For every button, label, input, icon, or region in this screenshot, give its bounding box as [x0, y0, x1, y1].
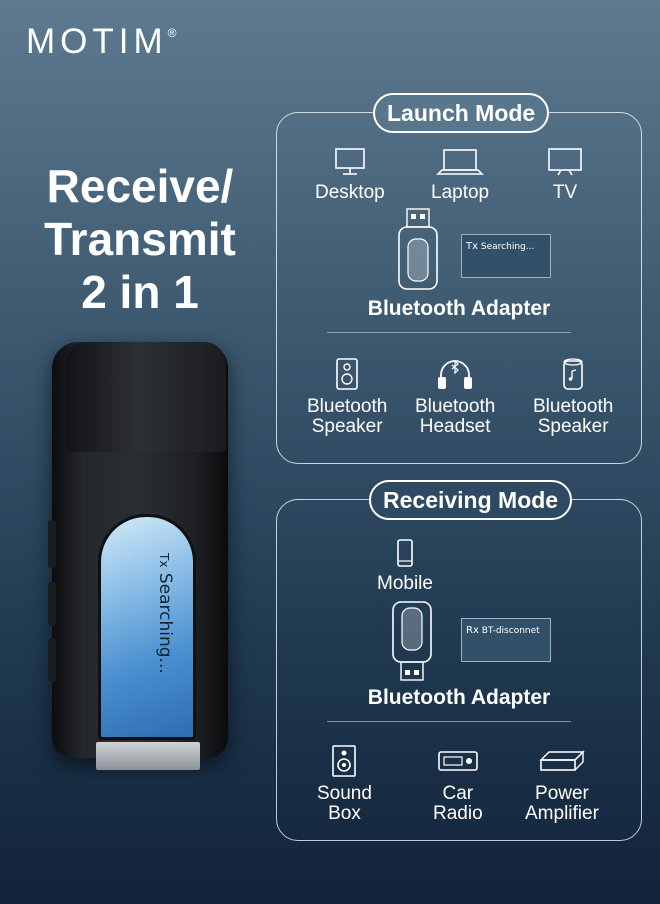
output-car-radio: Car Radio — [433, 744, 483, 824]
source-mobile: Mobile — [377, 538, 433, 594]
smart-speaker-icon — [563, 358, 583, 390]
output-label-line1: Sound — [317, 783, 372, 804]
divider — [327, 332, 571, 333]
source-label: Desktop — [315, 182, 385, 203]
adapter-label: Bluetooth Adapter — [367, 686, 551, 709]
headline-line-1: Receive/ — [46, 160, 234, 212]
output-label-line2: Amplifier — [525, 803, 599, 824]
headline: Receive/ Transmit 2 in 1 — [10, 160, 270, 319]
launch-mode-title: Launch Mode — [373, 93, 550, 133]
speaker-icon — [336, 358, 358, 390]
device-screen-text: Tx Searching... — [155, 553, 175, 674]
headline-line-3: 2 in 1 — [81, 266, 199, 318]
registered-mark: ® — [167, 26, 177, 40]
output-label-line1: Bluetooth — [415, 396, 496, 417]
desktop-icon — [335, 148, 365, 175]
lcd-text: BT-disconnet — [481, 626, 540, 636]
laptop-icon — [436, 149, 484, 175]
output-label-line1: Bluetooth — [307, 396, 388, 417]
sound-box-icon — [332, 745, 357, 777]
output-label-line2: Radio — [433, 803, 483, 824]
output-label-line2: Box — [328, 803, 361, 824]
receiving-mode-panel: Receiving Mode Mobile Rx BT-disconnet Bl… — [276, 480, 642, 841]
brand-name: MOTIM — [26, 22, 168, 61]
adapter-device-image: Tx Searching... — [48, 342, 228, 770]
source-label: Laptop — [431, 182, 490, 203]
source-tv: TV — [547, 147, 583, 203]
lcd-display: Tx Searching... — [461, 234, 551, 278]
output-label-line1: Power — [535, 783, 589, 804]
brand-logo: MOTIM® — [26, 22, 176, 62]
output-label-line1: Bluetooth — [533, 396, 614, 417]
usb-adapter-icon — [392, 601, 432, 681]
usb-plug — [96, 742, 200, 770]
side-button-2 — [48, 582, 56, 626]
device-cap — [66, 342, 226, 452]
car-radio-icon — [438, 751, 478, 771]
side-button-3 — [48, 638, 56, 682]
mobile-icon — [397, 539, 413, 567]
lcd-tag: Rx — [466, 625, 479, 636]
output-label-line2: Headset — [419, 416, 491, 437]
amplifier-icon — [539, 750, 585, 771]
tv-icon — [548, 148, 582, 176]
output-bluetooth-headset: Bluetooth Headset — [415, 357, 495, 437]
side-button-1 — [48, 520, 56, 568]
source-desktop: Desktop — [315, 147, 385, 203]
adapter-label: Bluetooth Adapter — [367, 297, 551, 320]
source-laptop: Laptop — [431, 147, 489, 203]
lcd-display: Rx BT-disconnet — [461, 618, 551, 662]
source-label: TV — [552, 182, 578, 203]
output-label-line1: Car — [442, 783, 474, 804]
output-bluetooth-speaker: Bluetooth Speaker — [307, 357, 387, 437]
output-label-line2: Speaker — [537, 416, 609, 437]
headline-line-2: Transmit — [44, 213, 236, 265]
device-screen: Tx Searching... — [98, 514, 196, 740]
output-power-amplifier: Power Amplifier — [525, 744, 599, 824]
launch-mode-panel: Launch Mode Desktop Laptop TV Tx Searchi… — [276, 93, 642, 464]
receiving-mode-title: Receiving Mode — [369, 480, 573, 520]
source-label: Mobile — [377, 573, 433, 594]
output-label-line2: Speaker — [311, 416, 383, 437]
output-bluetooth-speaker-2: Bluetooth Speaker — [533, 357, 613, 437]
usb-adapter-icon — [398, 208, 438, 290]
divider — [327, 721, 571, 722]
headset-icon — [438, 359, 473, 389]
output-sound-box: Sound Box — [317, 744, 372, 824]
lcd-tag: Tx — [466, 241, 479, 252]
lcd-text: Searching... — [480, 242, 535, 252]
